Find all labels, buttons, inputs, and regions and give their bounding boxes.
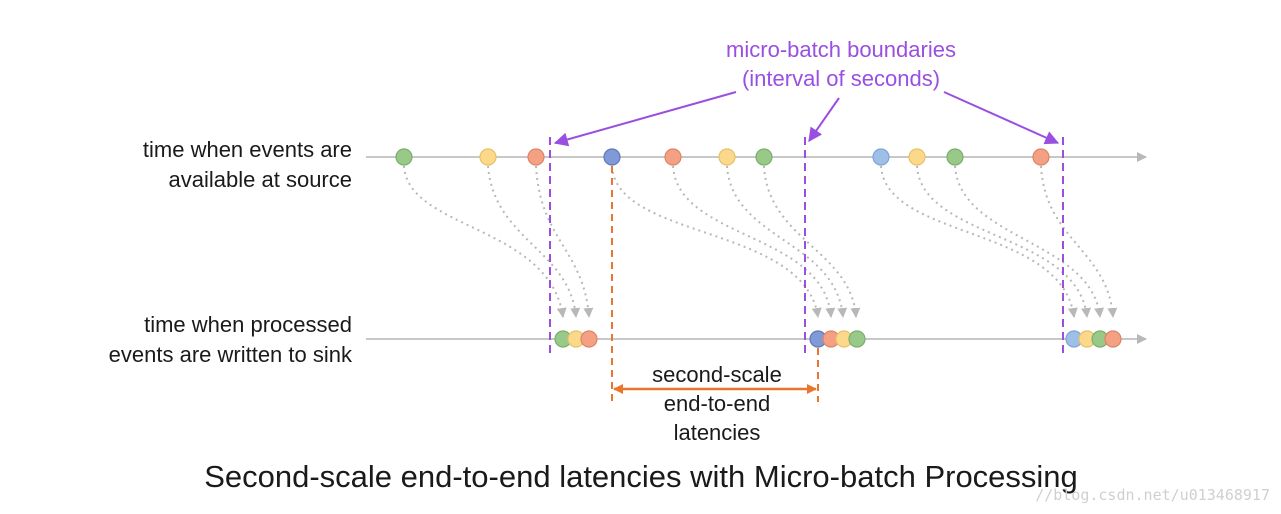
sink-axis-label-line1: time when processed [144,312,352,337]
diagram-caption: Second-scale end-to-end latencies with M… [204,459,1078,494]
sink-events [554,330,1122,348]
event-flow-curves [403,165,1118,318]
source-axis-label-line1: time when events are [143,137,352,162]
boundaries-callout-line2: (interval of seconds) [742,66,940,91]
latency-callout-line3: latencies [674,420,761,445]
watermark: //blog.csdn.net/u013468917 [1035,486,1270,504]
sink-axis-label-line2: events are written to sink [109,342,353,367]
source-event-yellow [718,148,736,166]
sink-event-orange [1104,330,1122,348]
latency-guides [611,166,819,402]
flow-curve [1040,165,1118,318]
flow-curve [611,165,822,318]
source-event-green [946,148,964,166]
source-event-orange [527,148,545,166]
sink-event-orange [580,330,598,348]
source-event-orange [664,148,682,166]
boundaries-callout-line1: micro-batch boundaries [726,37,956,62]
flow-curve [726,165,848,318]
source-event-green [755,148,773,166]
flow-curve [763,165,861,318]
flow-curve [487,165,581,318]
source-event-darkblue [603,148,621,166]
source-event-green [395,148,413,166]
callout-arrow-1 [553,91,737,147]
callout-arrow-3 [943,91,1060,145]
micro-batch-boundaries [549,137,1064,356]
source-event-orange [1032,148,1050,166]
source-axis-label-line2: available at source [169,167,352,192]
latency-callout-line2: end-to-end [664,391,770,416]
source-event-blue [872,148,890,166]
source-events [395,148,1050,166]
flow-curve [880,165,1078,318]
flow-curve [403,165,567,318]
boundary-callout-arrows [553,91,1060,147]
callout-arrow-2 [808,97,840,142]
flow-curve [672,165,836,318]
flow-curve [916,165,1092,318]
sink-event-green [848,330,866,348]
flow-curve [954,165,1105,318]
flow-curve [535,165,594,318]
latency-callout-line1: second-scale [652,362,782,387]
source-event-yellow [908,148,926,166]
source-event-yellow [479,148,497,166]
